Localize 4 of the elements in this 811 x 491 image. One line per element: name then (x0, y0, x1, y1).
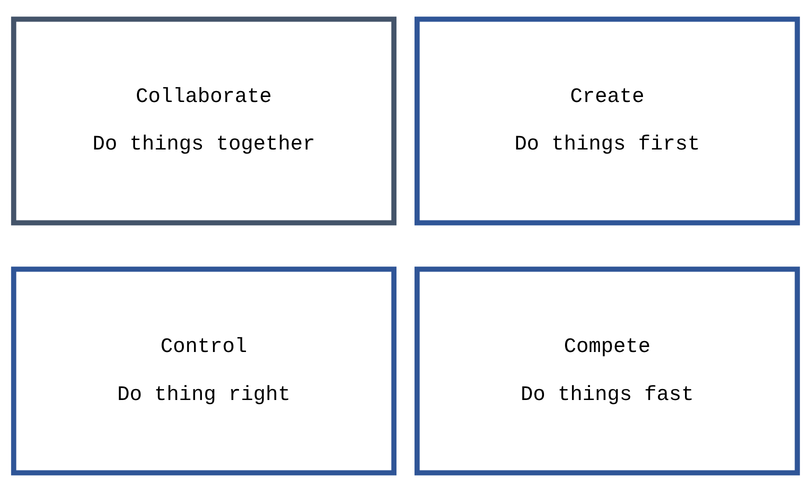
node-box: Control Do thing right (11, 266, 396, 475)
node-box: Compete Do things fast (414, 266, 800, 475)
node-box: Collaborate Do things together (11, 16, 396, 225)
node-box: Create Do things first (414, 16, 800, 225)
